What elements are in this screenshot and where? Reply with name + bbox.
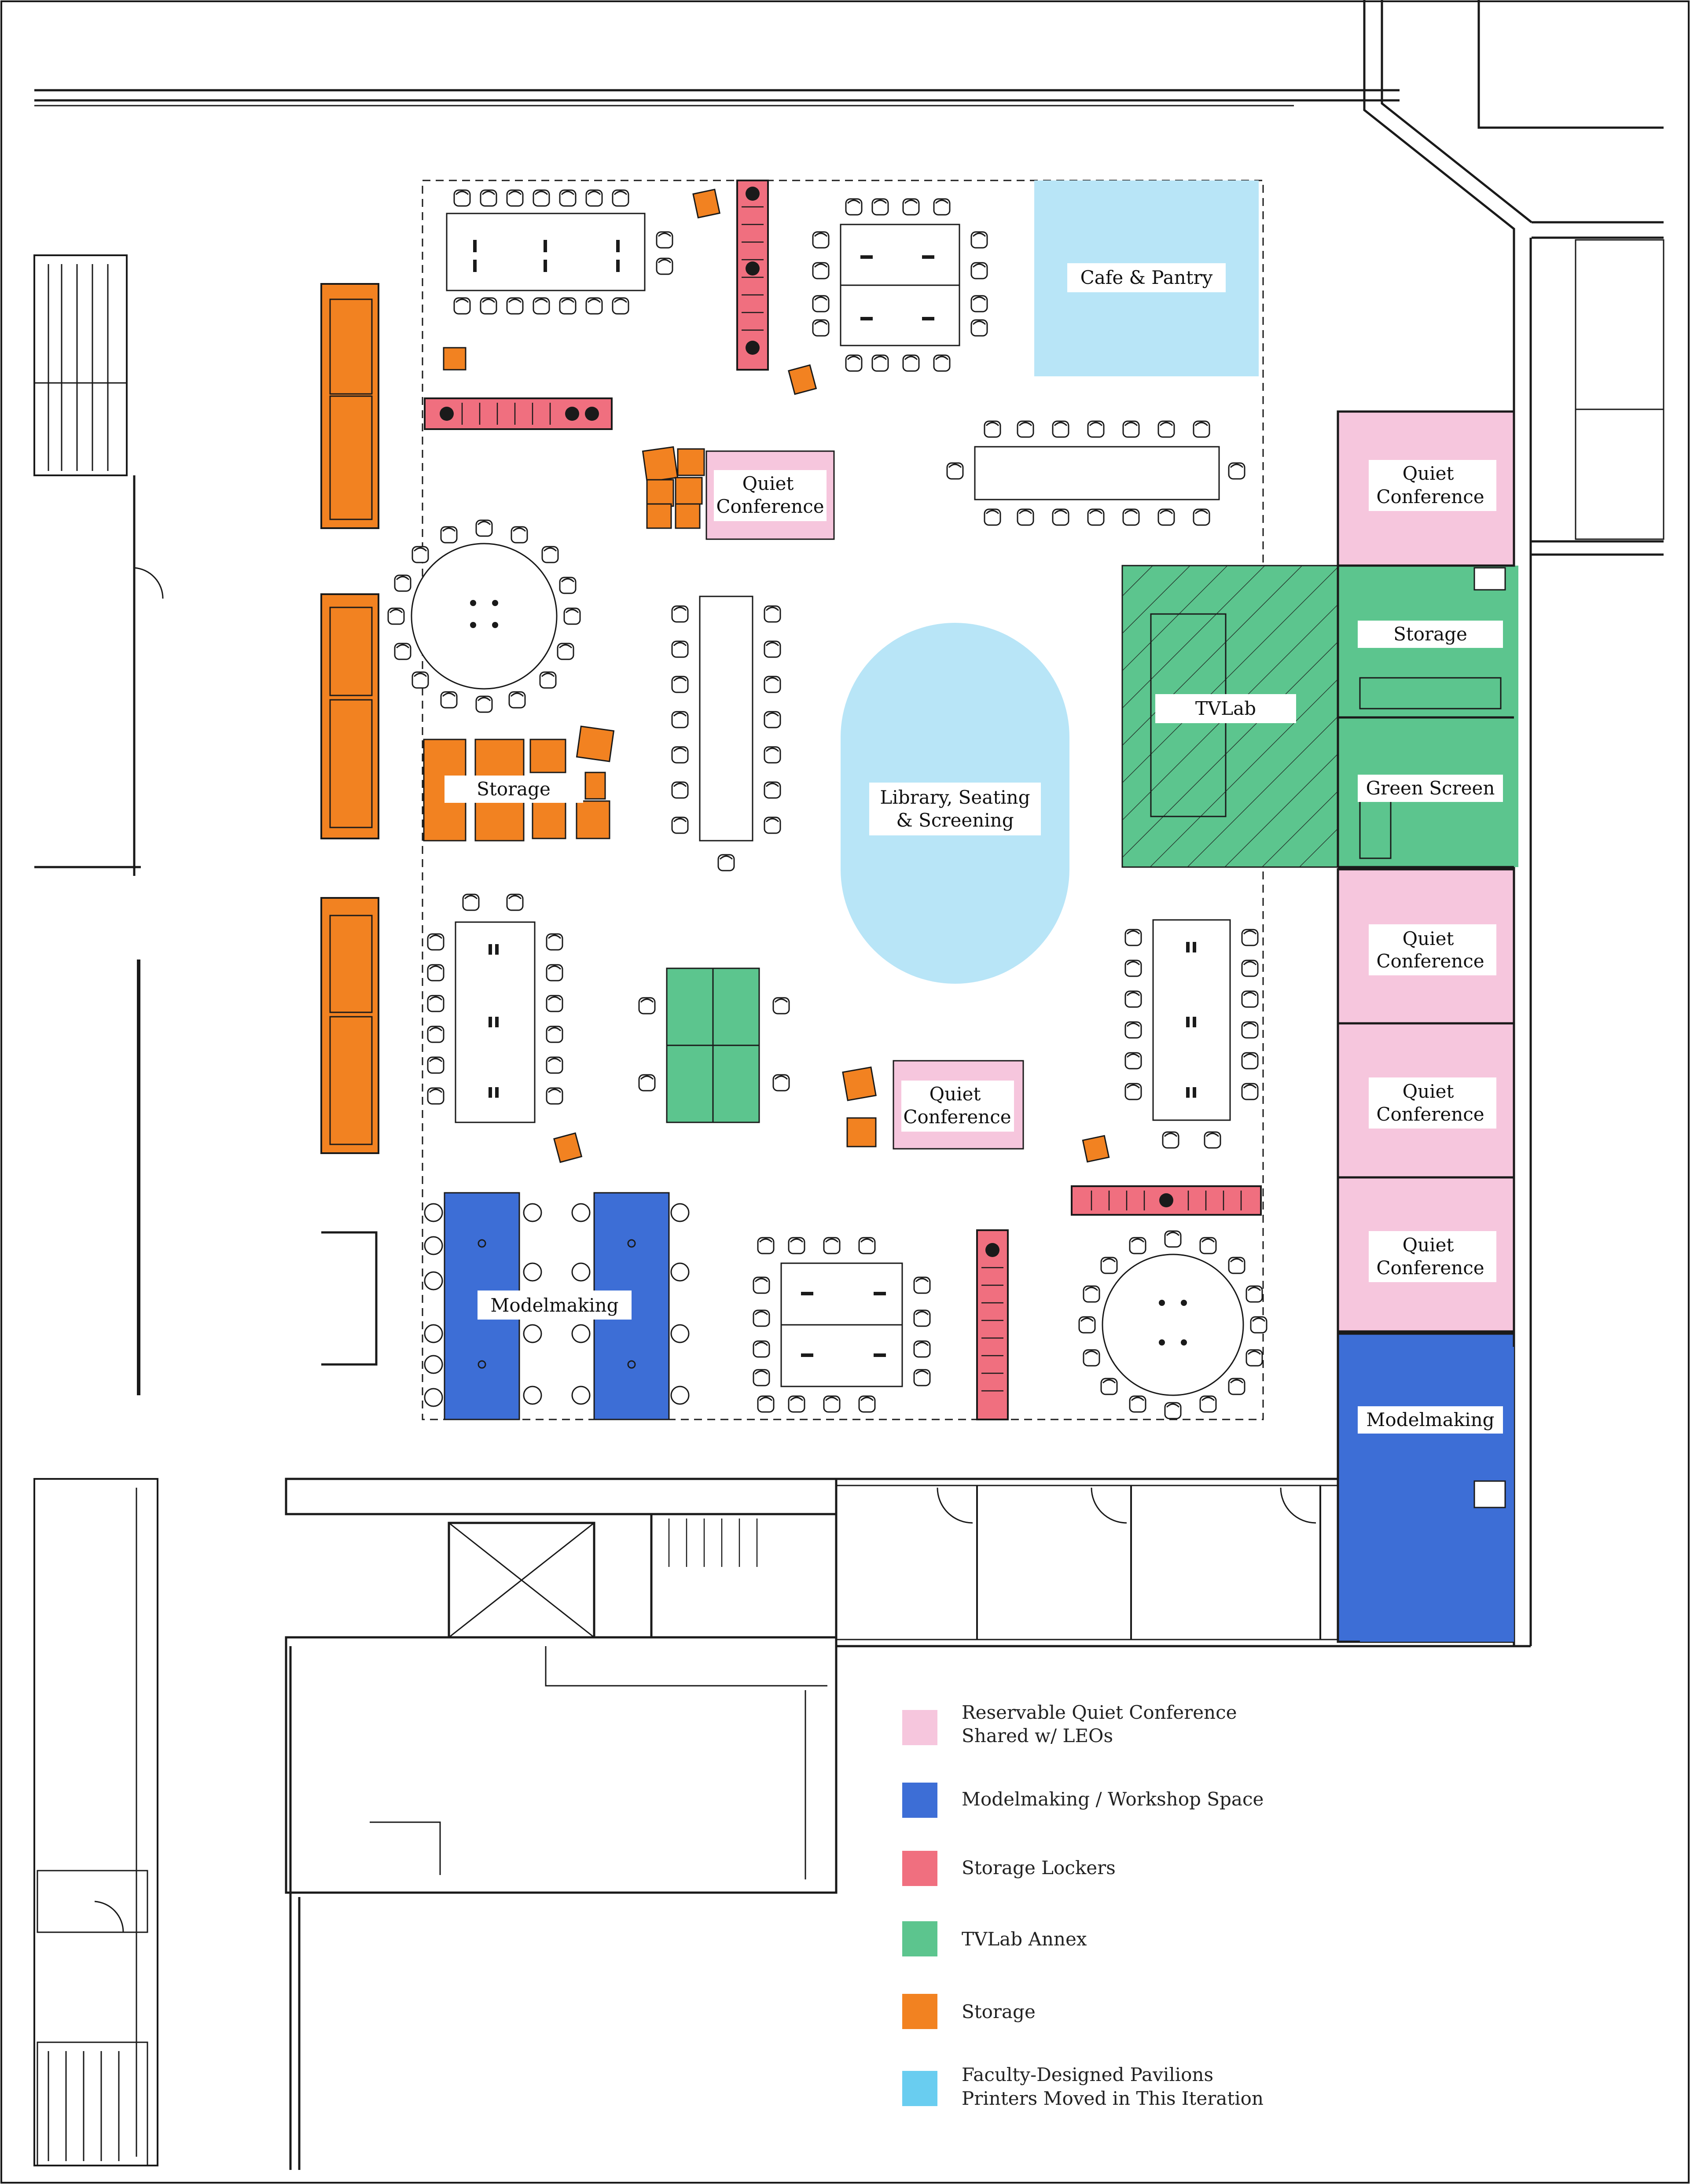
svg-text:& Screening: & Screening bbox=[896, 809, 1014, 831]
svg-text:Conference: Conference bbox=[903, 1106, 1011, 1128]
svg-text:Storage: Storage bbox=[477, 778, 551, 800]
svg-text:TVLab: TVLab bbox=[1195, 698, 1256, 719]
legend-label-quiet-2: Shared w/ LEOs bbox=[962, 1725, 1113, 1746]
svg-text:Quiet: Quiet bbox=[1403, 1081, 1454, 1102]
legend-label-storage-lockers: Storage Lockers bbox=[962, 1857, 1116, 1879]
label-quiet-conference-5: Quiet Conference bbox=[1369, 1077, 1496, 1129]
legend-label-pavilions-1: Faculty-Designed Pavilions bbox=[962, 2064, 1213, 2085]
svg-text:Quiet: Quiet bbox=[1403, 1234, 1454, 1256]
legend-label-tvlab: TVLab Annex bbox=[962, 1928, 1087, 1950]
svg-text:Library, Seating: Library, Seating bbox=[880, 787, 1030, 808]
legend-label-modelmaking: Modelmaking / Workshop Space bbox=[962, 1788, 1264, 1810]
svg-text:Quiet: Quiet bbox=[930, 1083, 981, 1105]
svg-text:Green Screen: Green Screen bbox=[1366, 777, 1495, 799]
label-quiet-conference-2: Quiet Conference bbox=[901, 1081, 1014, 1132]
legend: Reservable Quiet Conference Shared w/ LE… bbox=[902, 1702, 1264, 2109]
legend-label-storage: Storage bbox=[962, 2001, 1036, 2022]
legend-swatch-modelmaking bbox=[902, 1783, 937, 1818]
label-quiet-conference-4: Quiet Conference bbox=[1369, 924, 1496, 975]
legend-label-quiet-1: Reservable Quiet Conference bbox=[962, 1702, 1237, 1723]
svg-text:Storage: Storage bbox=[1393, 623, 1467, 645]
svg-text:Conference: Conference bbox=[716, 496, 824, 517]
legend-swatch-storage bbox=[902, 1994, 937, 2029]
svg-text:Modelmaking: Modelmaking bbox=[490, 1294, 618, 1316]
legend-swatch-quiet-conference bbox=[902, 1710, 937, 1745]
label-quiet-conference-3: Quiet Conference bbox=[1369, 460, 1496, 511]
room-labels: Cafe & Pantry Library, Seating & Screeni… bbox=[445, 263, 1503, 1434]
svg-text:Quiet: Quiet bbox=[1403, 928, 1454, 949]
svg-text:Conference: Conference bbox=[1376, 950, 1484, 972]
legend-swatch-tvlab bbox=[902, 1921, 937, 1956]
label-quiet-conference-1: Quiet Conference bbox=[714, 470, 827, 521]
label-storage-room: Storage bbox=[1358, 621, 1503, 648]
svg-text:Modelmaking: Modelmaking bbox=[1366, 1409, 1494, 1430]
label-quiet-conference-6: Quiet Conference bbox=[1369, 1231, 1496, 1282]
label-green-screen: Green Screen bbox=[1358, 775, 1503, 802]
legend-swatch-storage-lockers bbox=[902, 1851, 937, 1886]
storage-cubes[interactable] bbox=[443, 188, 1110, 1163]
svg-text:Quiet: Quiet bbox=[742, 473, 794, 494]
label-storage-cluster: Storage bbox=[445, 776, 583, 803]
label-library: Library, Seating & Screening bbox=[869, 783, 1041, 835]
label-tvlab: TVLab bbox=[1155, 694, 1296, 723]
svg-text:Conference: Conference bbox=[1376, 1257, 1484, 1279]
svg-text:Conference: Conference bbox=[1376, 486, 1484, 507]
label-modelmaking-room: Modelmaking bbox=[1358, 1406, 1503, 1434]
storage-lockers[interactable] bbox=[424, 180, 1262, 1420]
legend-label-pavilions-2: Printers Moved in This Iteration bbox=[962, 2088, 1264, 2109]
tvlab-desk-cluster[interactable] bbox=[638, 967, 790, 1123]
svg-text:Cafe & Pantry: Cafe & Pantry bbox=[1080, 267, 1213, 288]
svg-text:Quiet: Quiet bbox=[1403, 463, 1454, 484]
storage-cabinets[interactable] bbox=[320, 283, 379, 1154]
legend-swatch-pavilions bbox=[902, 2071, 937, 2106]
label-cafe-pantry: Cafe & Pantry bbox=[1067, 263, 1226, 292]
svg-text:Conference: Conference bbox=[1376, 1103, 1484, 1125]
power-outlets bbox=[470, 240, 1196, 1357]
furniture bbox=[387, 189, 1268, 1419]
label-modelmaking-open: Modelmaking bbox=[478, 1291, 632, 1320]
